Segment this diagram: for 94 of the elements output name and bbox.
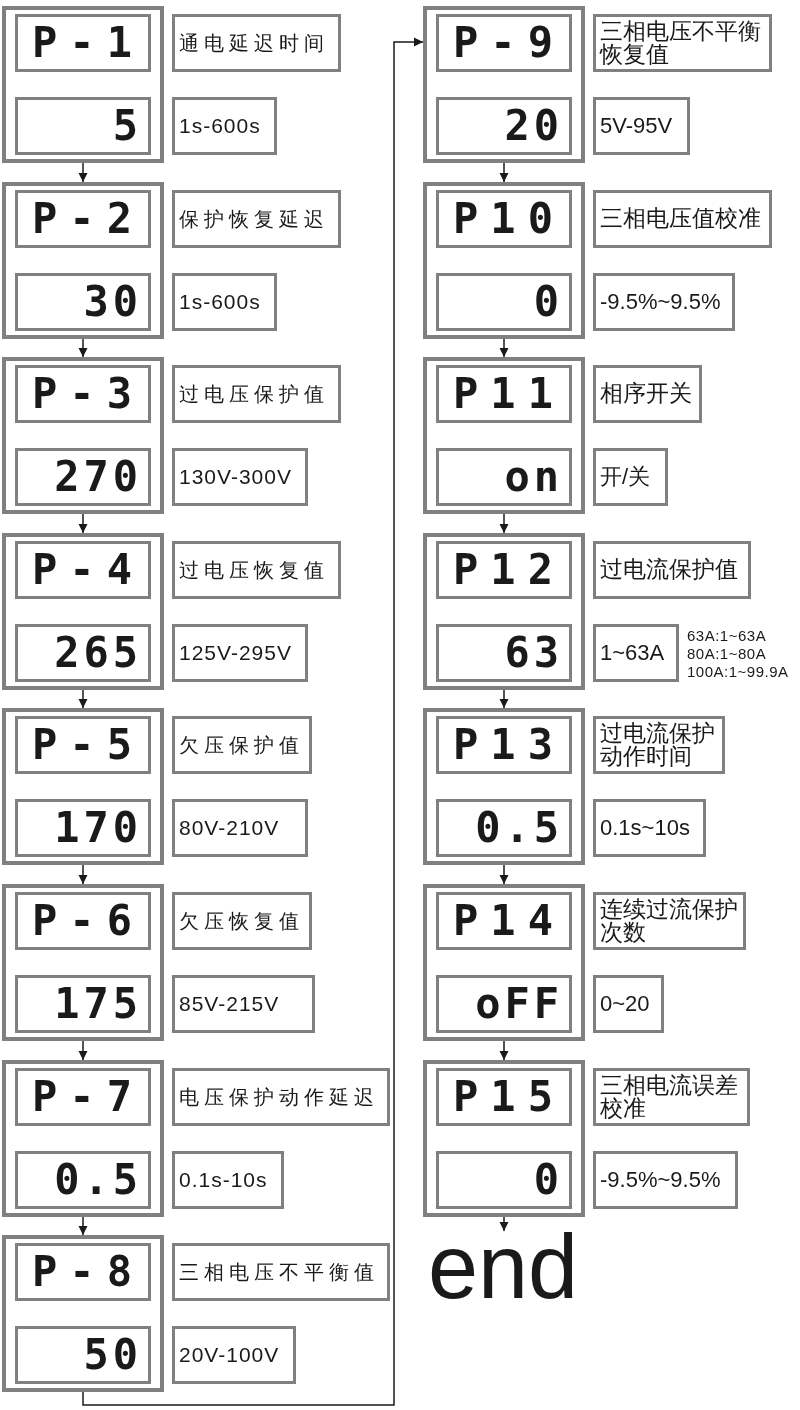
description-box: 通电延迟时间 bbox=[172, 14, 341, 72]
value-display: 170 bbox=[15, 799, 151, 857]
range-box: 1s-600s bbox=[172, 273, 277, 331]
arrow bbox=[82, 37, 424, 1406]
code-display: P15 bbox=[436, 1068, 572, 1126]
display-panel bbox=[423, 533, 585, 690]
end-label: end bbox=[428, 1231, 579, 1303]
code-display: P-1 bbox=[15, 14, 151, 72]
arrow bbox=[78, 338, 88, 358]
range-box: 130V-300V bbox=[172, 448, 308, 506]
arrow bbox=[499, 1040, 509, 1061]
display-panel bbox=[2, 6, 164, 163]
range-box: 开/关 bbox=[593, 448, 668, 506]
code-display: P-8 bbox=[15, 1243, 151, 1301]
value-display: 30 bbox=[15, 273, 151, 331]
arrow bbox=[78, 513, 88, 534]
display-panel bbox=[2, 533, 164, 690]
code-display: P-7 bbox=[15, 1068, 151, 1126]
description-box: 三相电压不平衡值 bbox=[172, 1243, 390, 1301]
code-display: P-2 bbox=[15, 190, 151, 248]
display-panel bbox=[2, 1235, 164, 1392]
description-box: 保护恢复延迟 bbox=[172, 190, 341, 248]
value-display: 20 bbox=[436, 97, 572, 155]
value-display: 50 bbox=[15, 1326, 151, 1384]
range-box: 0.1s~10s bbox=[593, 799, 706, 857]
range-note: 63A:1~63A bbox=[687, 627, 767, 644]
code-display: P10 bbox=[436, 190, 572, 248]
range-box: 5V-95V bbox=[593, 97, 690, 155]
range-note: 80A:1~80A bbox=[687, 645, 767, 662]
arrow bbox=[499, 338, 509, 358]
arrow bbox=[78, 864, 88, 885]
value-display: 270 bbox=[15, 448, 151, 506]
display-panel bbox=[423, 708, 585, 865]
arrow bbox=[499, 1216, 509, 1232]
display-panel bbox=[2, 357, 164, 514]
display-panel bbox=[423, 182, 585, 339]
arrow bbox=[78, 162, 88, 183]
code-display: P14 bbox=[436, 892, 572, 950]
value-display: 63 bbox=[436, 624, 572, 682]
arrow bbox=[499, 162, 509, 183]
code-display: P-9 bbox=[436, 14, 572, 72]
arrow bbox=[78, 1040, 88, 1061]
description-box: 连续过流保护次数 bbox=[593, 892, 746, 950]
range-box: 0.1s-10s bbox=[172, 1151, 284, 1209]
display-panel bbox=[2, 708, 164, 865]
range-box: -9.5%~9.5% bbox=[593, 1151, 738, 1209]
value-display: 0.5 bbox=[436, 799, 572, 857]
description-box: 三相电压不平衡恢复值 bbox=[593, 14, 772, 72]
value-display: 265 bbox=[15, 624, 151, 682]
code-display: P-3 bbox=[15, 365, 151, 423]
range-box: 1s-600s bbox=[172, 97, 277, 155]
code-display: P-6 bbox=[15, 892, 151, 950]
range-box: 80V-210V bbox=[172, 799, 308, 857]
value-display: 0 bbox=[436, 1151, 572, 1209]
description-box: 三相电流误差校准 bbox=[593, 1068, 750, 1126]
range-box: 20V-100V bbox=[172, 1326, 296, 1384]
value-display: 5 bbox=[15, 97, 151, 155]
value-display: on bbox=[436, 448, 572, 506]
range-box: 0~20 bbox=[593, 975, 664, 1033]
description-box: 欠压保护值 bbox=[172, 716, 312, 774]
code-display: P13 bbox=[436, 716, 572, 774]
description-box: 过电压保护值 bbox=[172, 365, 341, 423]
value-display: 0.5 bbox=[15, 1151, 151, 1209]
arrow bbox=[499, 864, 509, 885]
arrow bbox=[78, 1216, 88, 1236]
code-display: P12 bbox=[436, 541, 572, 599]
range-box: -9.5%~9.5% bbox=[593, 273, 735, 331]
range-box: 125V-295V bbox=[172, 624, 308, 682]
range-box: 1~63A bbox=[593, 624, 679, 682]
display-panel bbox=[2, 182, 164, 339]
value-display: 175 bbox=[15, 975, 151, 1033]
display-panel bbox=[2, 1060, 164, 1217]
display-panel bbox=[423, 357, 585, 514]
description-box: 过电流保护值 bbox=[593, 541, 751, 599]
description-box: 三相电压值校准 bbox=[593, 190, 772, 248]
code-display: P11 bbox=[436, 365, 572, 423]
description-box: 相序开关 bbox=[593, 365, 702, 423]
arrow bbox=[499, 513, 509, 534]
description-box: 过电流保护动作时间 bbox=[593, 716, 725, 774]
range-box: 85V-215V bbox=[172, 975, 315, 1033]
value-display: oFF bbox=[436, 975, 572, 1033]
display-panel bbox=[423, 884, 585, 1041]
description-box: 过电压恢复值 bbox=[172, 541, 341, 599]
arrow bbox=[499, 689, 509, 709]
display-panel bbox=[423, 6, 585, 163]
display-panel bbox=[423, 1060, 585, 1217]
description-box: 电压保护动作延迟 bbox=[172, 1068, 390, 1126]
description-box: 欠压恢复值 bbox=[172, 892, 312, 950]
range-note: 100A:1~99.9A bbox=[687, 663, 789, 680]
code-display: P-5 bbox=[15, 716, 151, 774]
arrow bbox=[78, 689, 88, 709]
display-panel bbox=[2, 884, 164, 1041]
code-display: P-4 bbox=[15, 541, 151, 599]
value-display: 0 bbox=[436, 273, 572, 331]
